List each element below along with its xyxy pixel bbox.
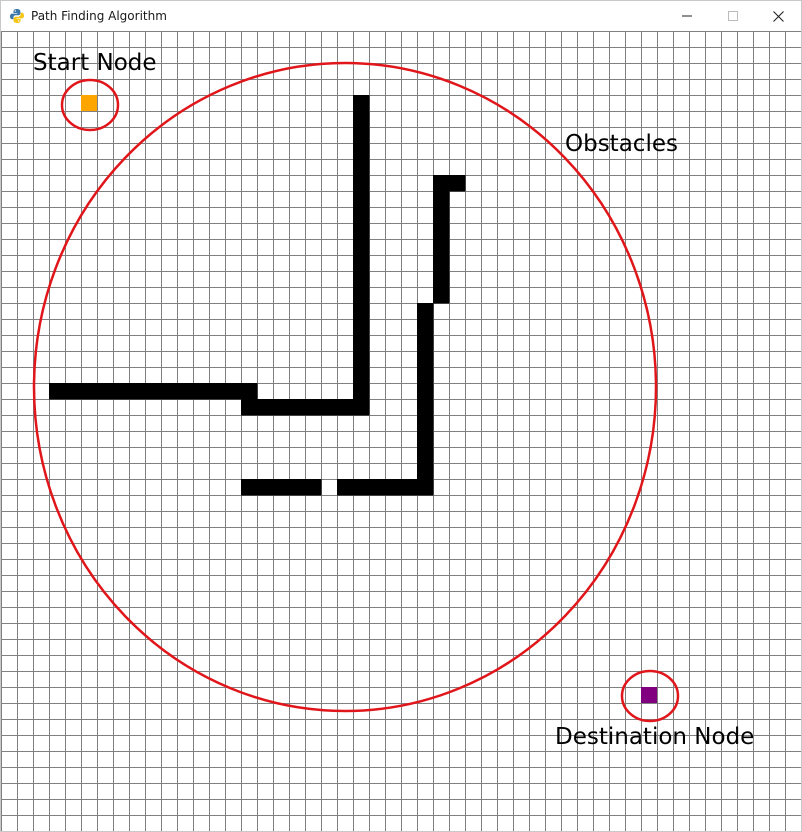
obstacle-cell[interactable] (257, 399, 274, 416)
obstacle-layer (49, 95, 466, 496)
obstacle-cell[interactable] (433, 255, 450, 272)
obstacle-cell[interactable] (289, 399, 306, 416)
obstacle-cell[interactable] (353, 399, 370, 416)
obstacle-cell[interactable] (417, 351, 434, 368)
grid-lines (1, 31, 801, 831)
minimize-button[interactable] (664, 1, 710, 31)
start-node-label: Start Node (33, 50, 157, 76)
obstacle-cell[interactable] (433, 207, 450, 224)
obstacle-cell[interactable] (353, 303, 370, 320)
close-button[interactable] (755, 1, 801, 31)
obstacle-cell[interactable] (369, 479, 386, 496)
obstacle-cell[interactable] (417, 383, 434, 400)
grid-svg[interactable] (1, 31, 801, 831)
minimize-icon (682, 15, 692, 17)
window-title: Path Finding Algorithm (31, 9, 167, 23)
obstacle-cell[interactable] (353, 223, 370, 240)
obstacle-cell[interactable] (449, 175, 466, 192)
obstacle-cell[interactable] (353, 143, 370, 160)
obstacle-cell[interactable] (193, 383, 210, 400)
obstacle-cell[interactable] (353, 367, 370, 384)
obstacles-label: Obstacles (565, 131, 678, 157)
obstacle-cell[interactable] (353, 95, 370, 112)
obstacle-cell[interactable] (417, 463, 434, 480)
obstacle-cell[interactable] (289, 479, 306, 496)
obstacle-cell[interactable] (401, 479, 418, 496)
obstacle-cell[interactable] (337, 479, 354, 496)
obstacle-cell[interactable] (417, 479, 434, 496)
obstacle-cell[interactable] (353, 479, 370, 496)
obstacle-cell[interactable] (353, 207, 370, 224)
obstacle-cell[interactable] (353, 335, 370, 352)
close-icon (772, 10, 784, 22)
obstacle-cell[interactable] (433, 287, 450, 304)
obstacle-cell[interactable] (65, 383, 82, 400)
obstacle-cell[interactable] (353, 191, 370, 208)
obstacle-cell[interactable] (353, 239, 370, 256)
obstacle-cell[interactable] (353, 127, 370, 144)
obstacle-cell[interactable] (49, 383, 66, 400)
grid-canvas[interactable]: Start Node Obstacles Destination Node (1, 31, 801, 831)
obstacles-annotation-circle (32, 61, 658, 713)
obstacle-cell[interactable] (209, 383, 226, 400)
obstacle-cell[interactable] (353, 175, 370, 192)
obstacle-cell[interactable] (417, 431, 434, 448)
obstacle-cell[interactable] (81, 383, 98, 400)
python-icon (10, 9, 24, 23)
destination-node-label: Destination Node (555, 724, 755, 750)
obstacle-cell[interactable] (433, 175, 450, 192)
obstacle-cell[interactable] (353, 159, 370, 176)
obstacle-cell[interactable] (353, 271, 370, 288)
obstacle-cell[interactable] (417, 319, 434, 336)
title-bar[interactable]: Path Finding Algorithm (1, 1, 801, 31)
obstacle-cell[interactable] (97, 383, 114, 400)
obstacle-cell[interactable] (433, 271, 450, 288)
obstacle-cell[interactable] (433, 239, 450, 256)
obstacle-cell[interactable] (225, 383, 242, 400)
obstacle-cell[interactable] (417, 335, 434, 352)
obstacle-cell[interactable] (433, 191, 450, 208)
obstacle-cell[interactable] (321, 399, 338, 416)
obstacle-cell[interactable] (129, 383, 146, 400)
obstacle-cell[interactable] (353, 255, 370, 272)
obstacle-cell[interactable] (433, 223, 450, 240)
obstacle-cell[interactable] (417, 399, 434, 416)
start-node[interactable] (81, 95, 97, 111)
obstacle-cell[interactable] (353, 383, 370, 400)
obstacle-cell[interactable] (113, 383, 130, 400)
obstacle-cell[interactable] (273, 399, 290, 416)
maximize-button[interactable] (710, 1, 756, 31)
obstacle-cell[interactable] (305, 399, 322, 416)
obstacle-cell[interactable] (273, 479, 290, 496)
obstacle-cell[interactable] (353, 319, 370, 336)
start-annotation-circle (60, 78, 120, 132)
obstacle-cell[interactable] (161, 383, 178, 400)
obstacle-cell[interactable] (257, 479, 274, 496)
obstacle-cell[interactable] (385, 479, 402, 496)
obstacle-cell[interactable] (353, 351, 370, 368)
destination-annotation-circle (620, 669, 680, 723)
obstacle-cell[interactable] (241, 479, 258, 496)
obstacle-cell[interactable] (337, 399, 354, 416)
obstacle-cell[interactable] (305, 479, 322, 496)
obstacle-cell[interactable] (353, 287, 370, 304)
maximize-icon (728, 11, 738, 21)
obstacle-cell[interactable] (241, 383, 258, 400)
obstacle-cell[interactable] (241, 399, 258, 416)
obstacle-cell[interactable] (145, 383, 162, 400)
destination-node[interactable] (641, 687, 657, 703)
obstacle-cell[interactable] (177, 383, 194, 400)
obstacle-cell[interactable] (417, 367, 434, 384)
obstacle-cell[interactable] (417, 303, 434, 320)
obstacle-cell[interactable] (417, 447, 434, 464)
obstacle-cell[interactable] (353, 111, 370, 128)
obstacle-cell[interactable] (417, 415, 434, 432)
